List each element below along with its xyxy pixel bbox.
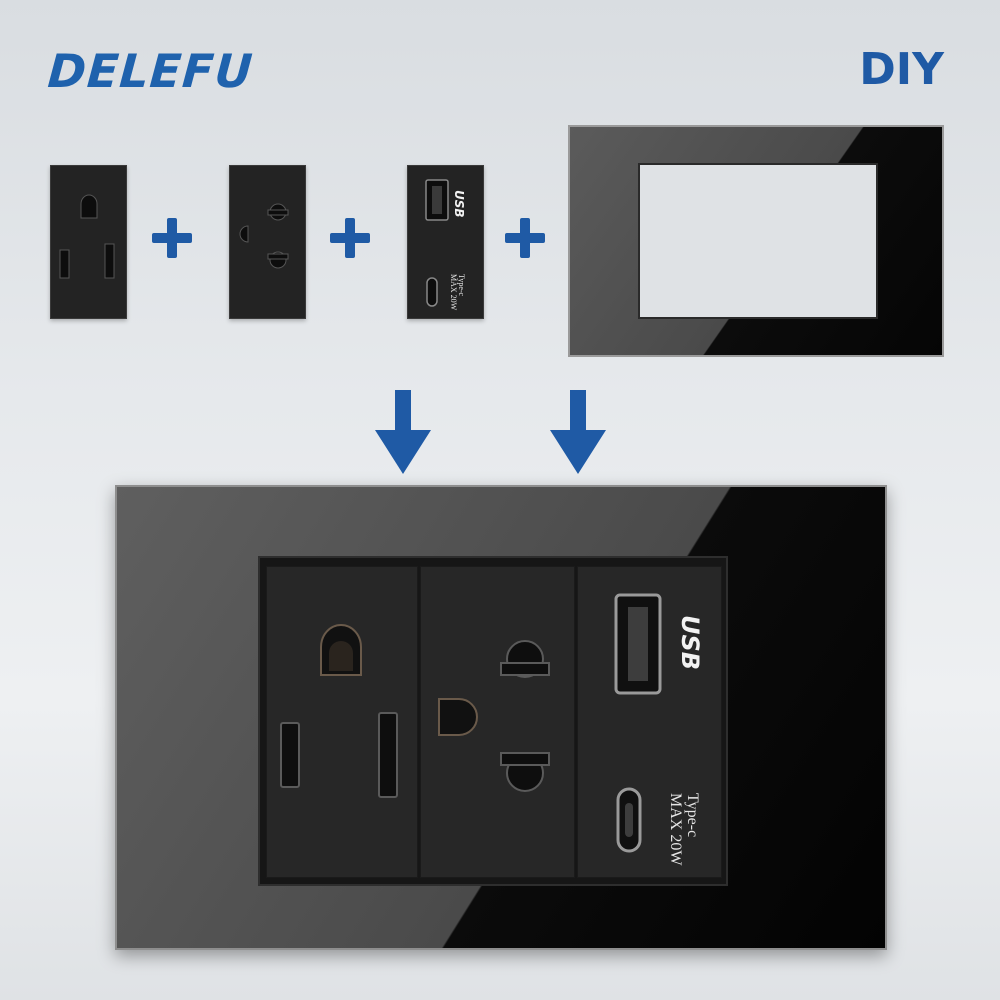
usb-label: USB [452, 190, 466, 218]
plus-icon [152, 218, 192, 258]
typec-text: Type-c [684, 793, 701, 838]
us-socket-outlet-icon [280, 624, 398, 798]
us-socket-outlet-icon [59, 194, 115, 279]
brand-logo: DELEFU [46, 44, 256, 98]
module-universal-socket [229, 165, 306, 319]
module-frame [568, 125, 944, 357]
assembled-socket-plate: USB Type-c MAX 20W [115, 485, 887, 950]
usb-typec-cell: USB Type-c MAX 20W [577, 566, 722, 878]
universal-socket-cell [420, 566, 575, 878]
plus-icon [505, 218, 545, 258]
universal-socket-outlet-icon [239, 203, 289, 269]
plus-icon [330, 218, 370, 258]
usb-port-icon [425, 179, 449, 307]
typec-text: Type-c [457, 274, 466, 297]
universal-socket-outlet-icon [438, 640, 550, 792]
us-socket-cell [266, 566, 418, 878]
power-text: MAX 20W [448, 274, 458, 311]
usb-label: USB [676, 615, 704, 671]
arrow-down-icon [375, 390, 431, 474]
module-us-socket [50, 165, 127, 319]
diy-label: DIY [859, 44, 944, 95]
power-text: MAX 20W [667, 793, 685, 866]
typec-label: Type-c MAX 20W [448, 274, 466, 311]
frame-opening [638, 163, 878, 319]
socket-insert: USB Type-c MAX 20W [258, 556, 728, 886]
typec-label: Type-c MAX 20W [666, 793, 701, 866]
usb-port-icon [614, 593, 662, 853]
module-usb-typec: USB Type-c MAX 20W [407, 165, 484, 319]
arrow-down-icon [550, 390, 606, 474]
